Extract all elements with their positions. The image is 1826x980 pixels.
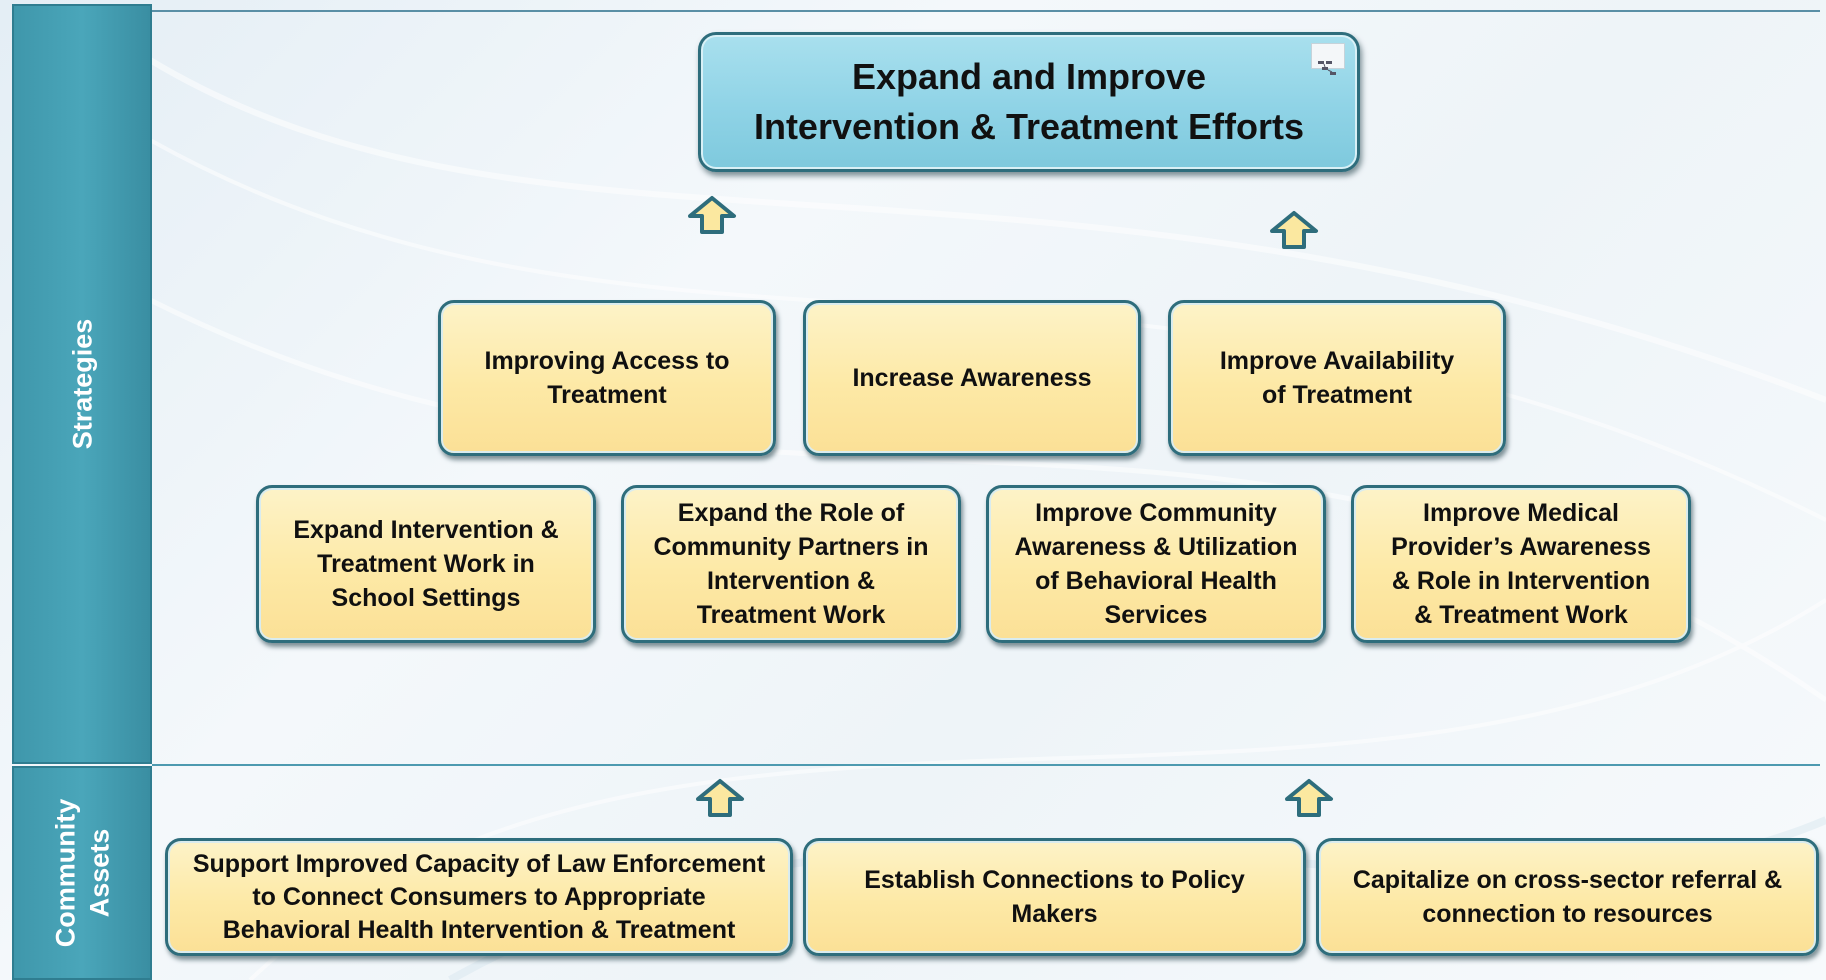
org-chart-icon [1311,43,1345,75]
sub-strategy-text: Improve Community Awareness & Utilizatio… [1014,499,1298,629]
sidebar-assets-label: Community Assets [50,798,114,948]
strategy-text: Improving Access to Treatment [484,347,730,409]
sub-strategy-box: Improve Community Awareness & Utilizatio… [986,485,1326,643]
sub-strategy-box: Expand Intervention & Treatment Work in … [256,485,596,643]
sub-strategy-box: Improve Medical Provider’s Awareness & R… [1351,485,1691,643]
strategy-box: Improving Access to Treatment [438,300,776,456]
goal-text: Expand and Improve Intervention & Treatm… [753,56,1305,147]
sidebar-strategies-label: Strategies [67,318,97,450]
strategy-box: Increase Awareness [803,300,1141,456]
strategy-box: Improve Availability of Treatment [1168,300,1506,456]
asset-text: Support Improved Capacity of Law Enforce… [192,849,766,944]
strategy-text: Increase Awareness [852,364,1092,392]
sidebar-community-assets: Community Assets [12,766,152,980]
up-arrow-icon [1285,779,1333,817]
sidebar-strategies: Strategies [12,4,152,764]
top-rule [140,10,1820,12]
asset-box: Capitalize on cross-sector referral & co… [1316,838,1819,956]
up-arrow-icon [696,779,744,817]
asset-box: Support Improved Capacity of Law Enforce… [165,838,793,956]
sub-strategy-box: Expand the Role of Community Partners in… [621,485,961,643]
section-divider [152,764,1820,766]
sub-strategy-text: Expand Intervention & Treatment Work in … [293,516,559,612]
sub-strategy-text: Improve Medical Provider’s Awareness & R… [1391,499,1651,629]
up-arrow-icon [688,196,736,234]
goal-box: Expand and Improve Intervention & Treatm… [698,32,1360,172]
asset-text: Establish Connections to Policy Makers [864,866,1245,928]
asset-box: Establish Connections to Policy Makers [803,838,1306,956]
strategy-text: Improve Availability of Treatment [1219,347,1455,409]
sub-strategy-text: Expand the Role of Community Partners in… [653,499,929,629]
up-arrow-icon [1270,211,1318,249]
asset-text: Capitalize on cross-sector referral & co… [1352,866,1783,928]
